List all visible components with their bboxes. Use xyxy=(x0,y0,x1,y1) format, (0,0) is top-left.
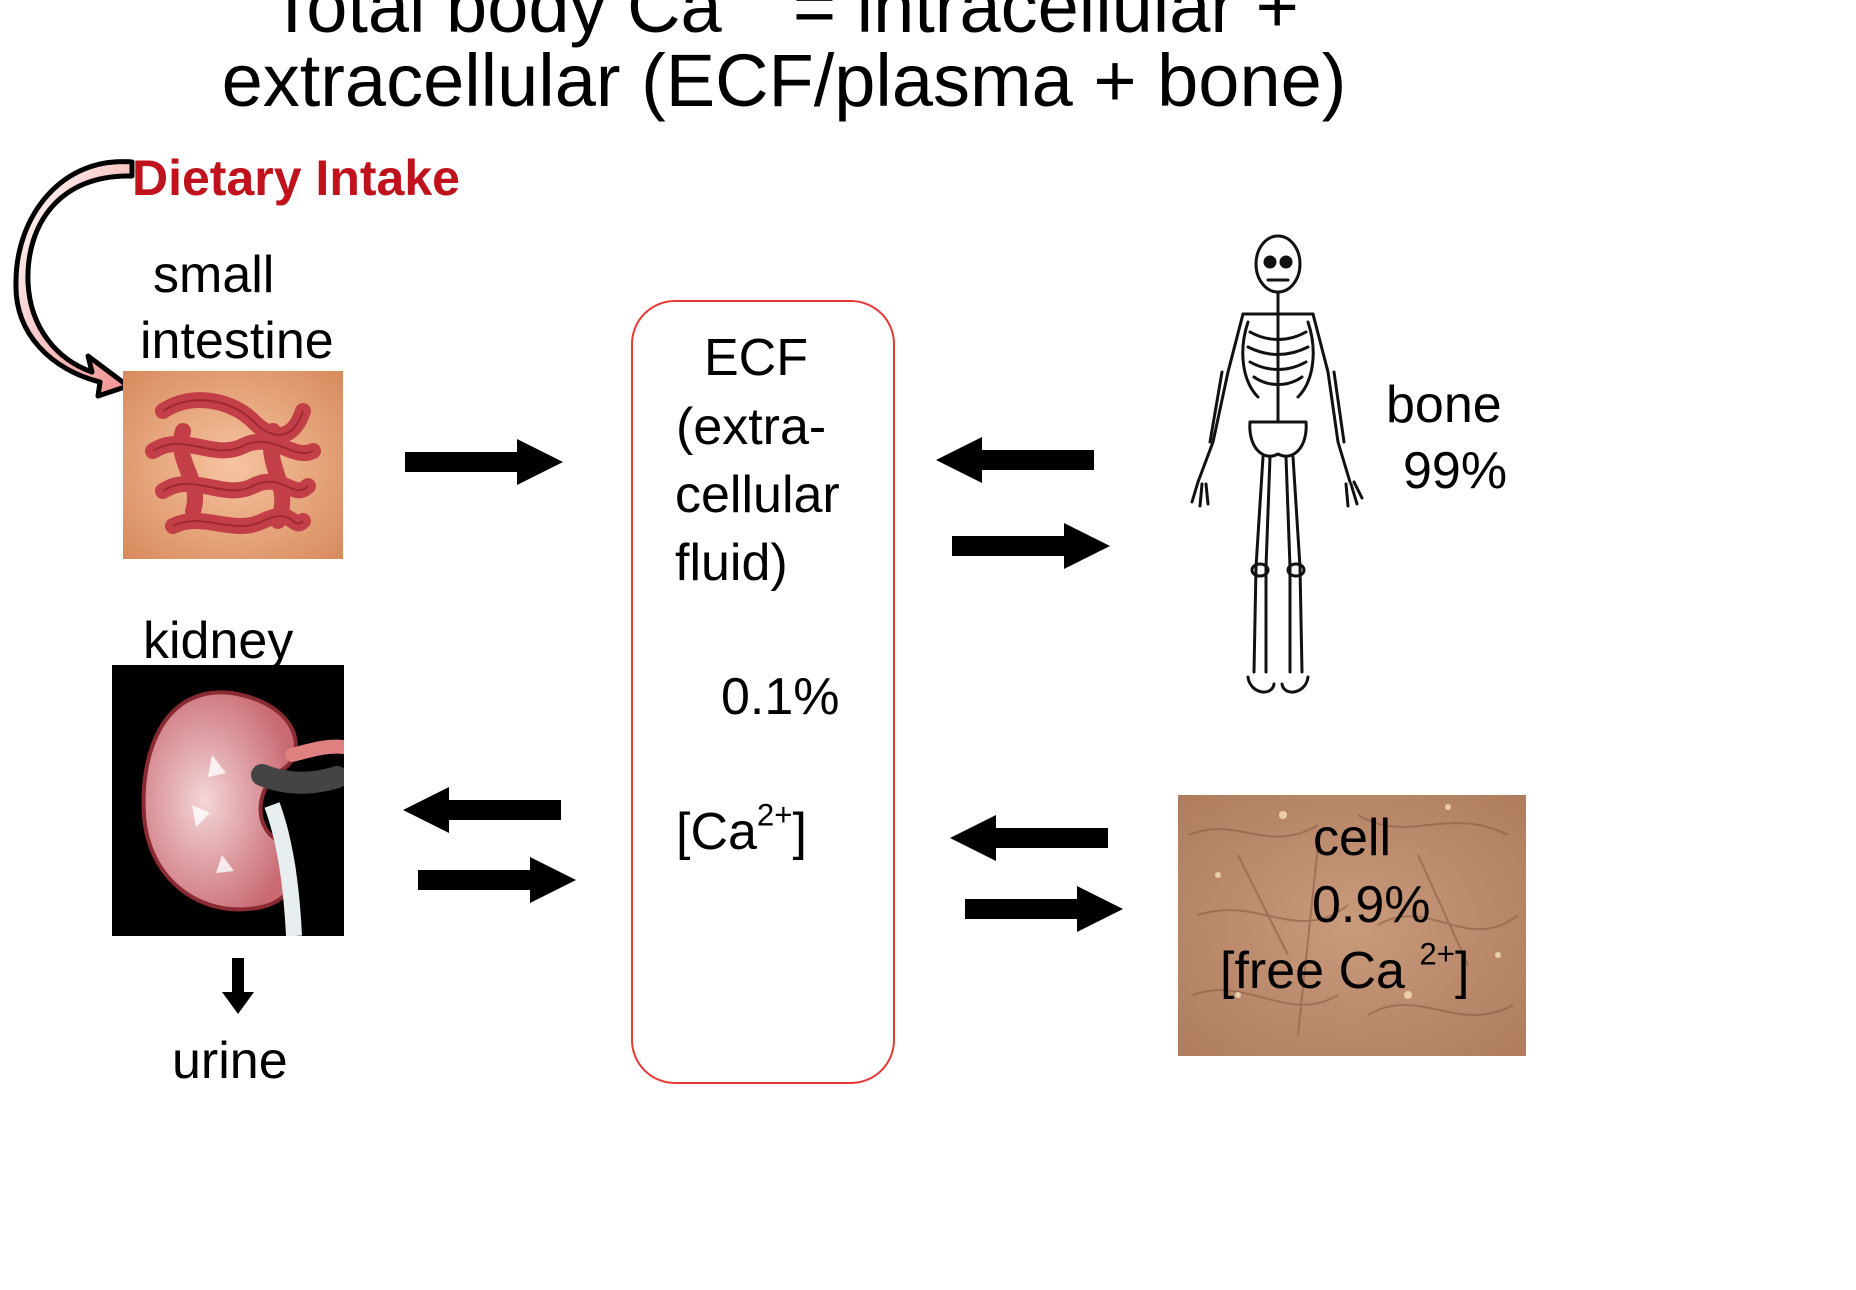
urine-down-arrow-icon xyxy=(222,958,254,1014)
cell-ion-sup: 2+ xyxy=(1419,936,1455,972)
kidney-label: kidney xyxy=(143,612,294,670)
ecf-compartment-box xyxy=(631,300,895,1084)
ecf-calcium-ion: [Ca2+] xyxy=(676,799,807,866)
ecf-label-line-1: ECF xyxy=(704,329,808,387)
kidney-image xyxy=(112,665,344,936)
ecf-ion-post: ] xyxy=(792,803,807,861)
cell-ion-pre: [free Ca xyxy=(1220,942,1420,1000)
ecf-label-line-4: fluid) xyxy=(675,534,788,592)
intestine-to-ecf-arrow-icon xyxy=(405,439,563,485)
title-line-1-sup: 2+ xyxy=(722,0,773,9)
kidney-to-ecf-arrow-icon xyxy=(418,857,576,903)
title-line-2: extracellular (ECF/plasma + bone) xyxy=(221,39,1347,122)
skeleton-image xyxy=(1190,234,1364,694)
intake-curved-arrow-icon xyxy=(13,159,135,399)
ecf-to-cell-arrow-icon xyxy=(965,886,1123,932)
bone-to-ecf-arrow-icon xyxy=(936,437,1094,483)
ecf-percent: 0.1% xyxy=(721,668,840,726)
small-intestine-image xyxy=(123,371,343,559)
ecf-to-kidney-arrow-icon xyxy=(403,787,561,833)
cell-label: cell xyxy=(1313,809,1392,867)
title-line-1: Total body Ca2+ = intracellular + xyxy=(0,0,1568,44)
cell-percent: 0.9% xyxy=(1312,876,1431,934)
cell-culture-image xyxy=(1178,795,1526,1056)
urine-label: urine xyxy=(172,1032,288,1090)
ecf-ion-pre: [Ca xyxy=(676,803,757,861)
dietary-intake-label: Dietary Intake xyxy=(132,150,460,206)
bone-percent: 99% xyxy=(1403,442,1508,500)
bone-label: bone xyxy=(1386,376,1502,434)
small-intestine-label-line-2: intestine xyxy=(140,312,334,370)
ecf-label-line-2: (extra- xyxy=(676,398,827,456)
ecf-ion-sup: 2+ xyxy=(756,797,793,833)
small-intestine-label-line-1: small xyxy=(153,246,275,304)
cell-ion-post: ] xyxy=(1454,942,1470,1000)
ecf-label-line-3: cellular xyxy=(675,466,840,524)
ecf-to-bone-arrow-icon xyxy=(952,523,1110,569)
cell-to-ecf-arrow-icon xyxy=(950,815,1108,861)
cell-free-calcium-ion: [free Ca 2+] xyxy=(1220,938,1469,1005)
title-line-1-post: = intracellular + xyxy=(772,0,1299,48)
title-line-1-pre: Total body Ca xyxy=(269,0,722,48)
